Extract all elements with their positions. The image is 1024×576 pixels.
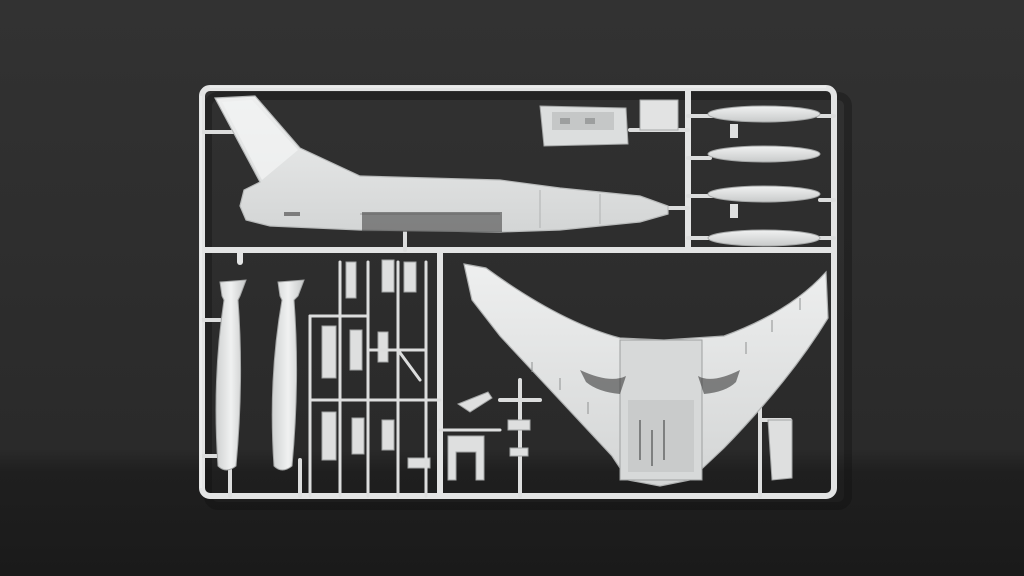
fuel-tank-4: [707, 229, 821, 247]
wing-part: [463, 263, 829, 487]
bomb-1: [215, 279, 247, 471]
bomb-2: [271, 279, 305, 471]
fuselage-part: [214, 95, 669, 233]
fuel-tanks: [707, 105, 821, 247]
small-parts-cluster: [321, 259, 793, 481]
bombs: [215, 279, 305, 471]
fuel-tank-1: [707, 105, 821, 123]
cockpit-tub-part: [539, 105, 629, 147]
fuel-tank-3: [707, 185, 821, 203]
small-parts-runners: [308, 260, 502, 498]
small-box-part: [639, 99, 679, 131]
fuel-tank-2: [707, 145, 821, 163]
sprue-highlights: [200, 86, 826, 488]
sprue-shadow: [204, 92, 852, 510]
fuselage-intake: [362, 212, 502, 232]
